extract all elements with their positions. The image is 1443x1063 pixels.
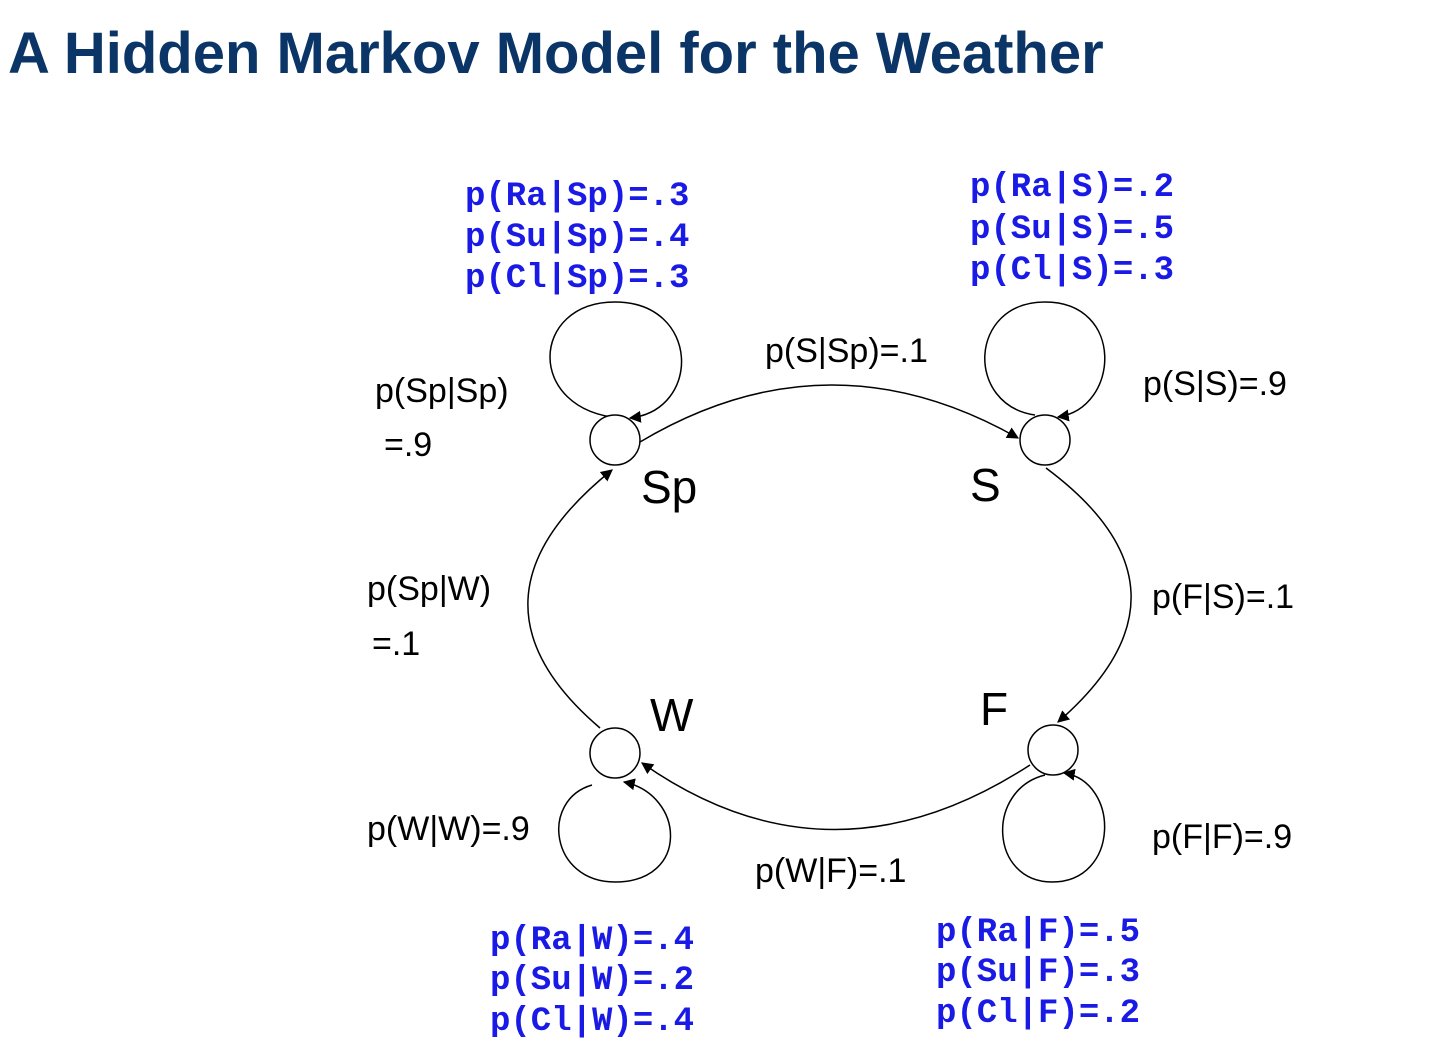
- edge-f-to-w: [641, 762, 1031, 831]
- transition-label-w-w: p(W|W)=.9: [367, 810, 530, 848]
- emission-w-su: p(Su|W)=.2: [490, 962, 694, 1000]
- loop-f: [1001, 768, 1106, 883]
- emission-f-cl: p(Cl|F)=.2: [936, 995, 1140, 1033]
- emission-s-ra: p(Ra|S)=.2: [970, 169, 1174, 207]
- state-node-w: [589, 727, 641, 779]
- transition-label-sp-w-value: =.1: [372, 625, 420, 663]
- state-label-f: F: [980, 683, 1008, 735]
- state-node-f: [1027, 724, 1079, 776]
- emission-s-cl: p(Cl|S)=.3: [970, 252, 1174, 290]
- edge-s-to-f: [1045, 467, 1132, 723]
- transition-label-sp-sp-value: =.9: [384, 426, 432, 464]
- state-node-s: [1019, 414, 1071, 466]
- emission-f-su: p(Su|F)=.3: [936, 954, 1140, 992]
- transition-label-w-f: p(W|F)=.1: [755, 852, 906, 890]
- emission-f-ra: p(Ra|F)=.5: [936, 914, 1140, 952]
- transition-label-s-s: p(S|S)=.9: [1143, 365, 1287, 403]
- transition-label-f-f: p(F|F)=.9: [1152, 818, 1292, 856]
- emission-w-cl: p(Cl|W)=.4: [490, 1003, 694, 1041]
- edge-w-to-sp: [527, 469, 613, 729]
- emission-sp-cl: p(Cl|Sp)=.3: [465, 260, 689, 298]
- emission-sp-ra: p(Ra|Sp)=.3: [465, 178, 689, 216]
- emission-w-ra: p(Ra|W)=.4: [490, 922, 694, 960]
- state-label-s: S: [970, 459, 1001, 511]
- state-label-sp: Sp: [641, 461, 697, 513]
- loop-sp: [549, 301, 683, 423]
- transition-label-sp-w: p(Sp|W): [367, 570, 491, 608]
- transition-label-sp-sp: p(Sp|Sp): [375, 372, 509, 410]
- transition-label-s-sp: p(S|Sp)=.1: [765, 332, 928, 370]
- emission-sp-su: p(Su|Sp)=.4: [465, 219, 689, 257]
- edge-sp-to-s: [639, 384, 1020, 443]
- state-node-sp: [589, 414, 641, 466]
- transition-label-f-s: p(F|S)=.1: [1152, 578, 1294, 616]
- loop-w: [558, 778, 672, 883]
- loop-s: [984, 301, 1106, 422]
- state-label-w: W: [650, 689, 694, 741]
- emission-s-su: p(Su|S)=.5: [970, 211, 1174, 249]
- page-title: A Hidden Markov Model for the Weather: [8, 21, 1104, 86]
